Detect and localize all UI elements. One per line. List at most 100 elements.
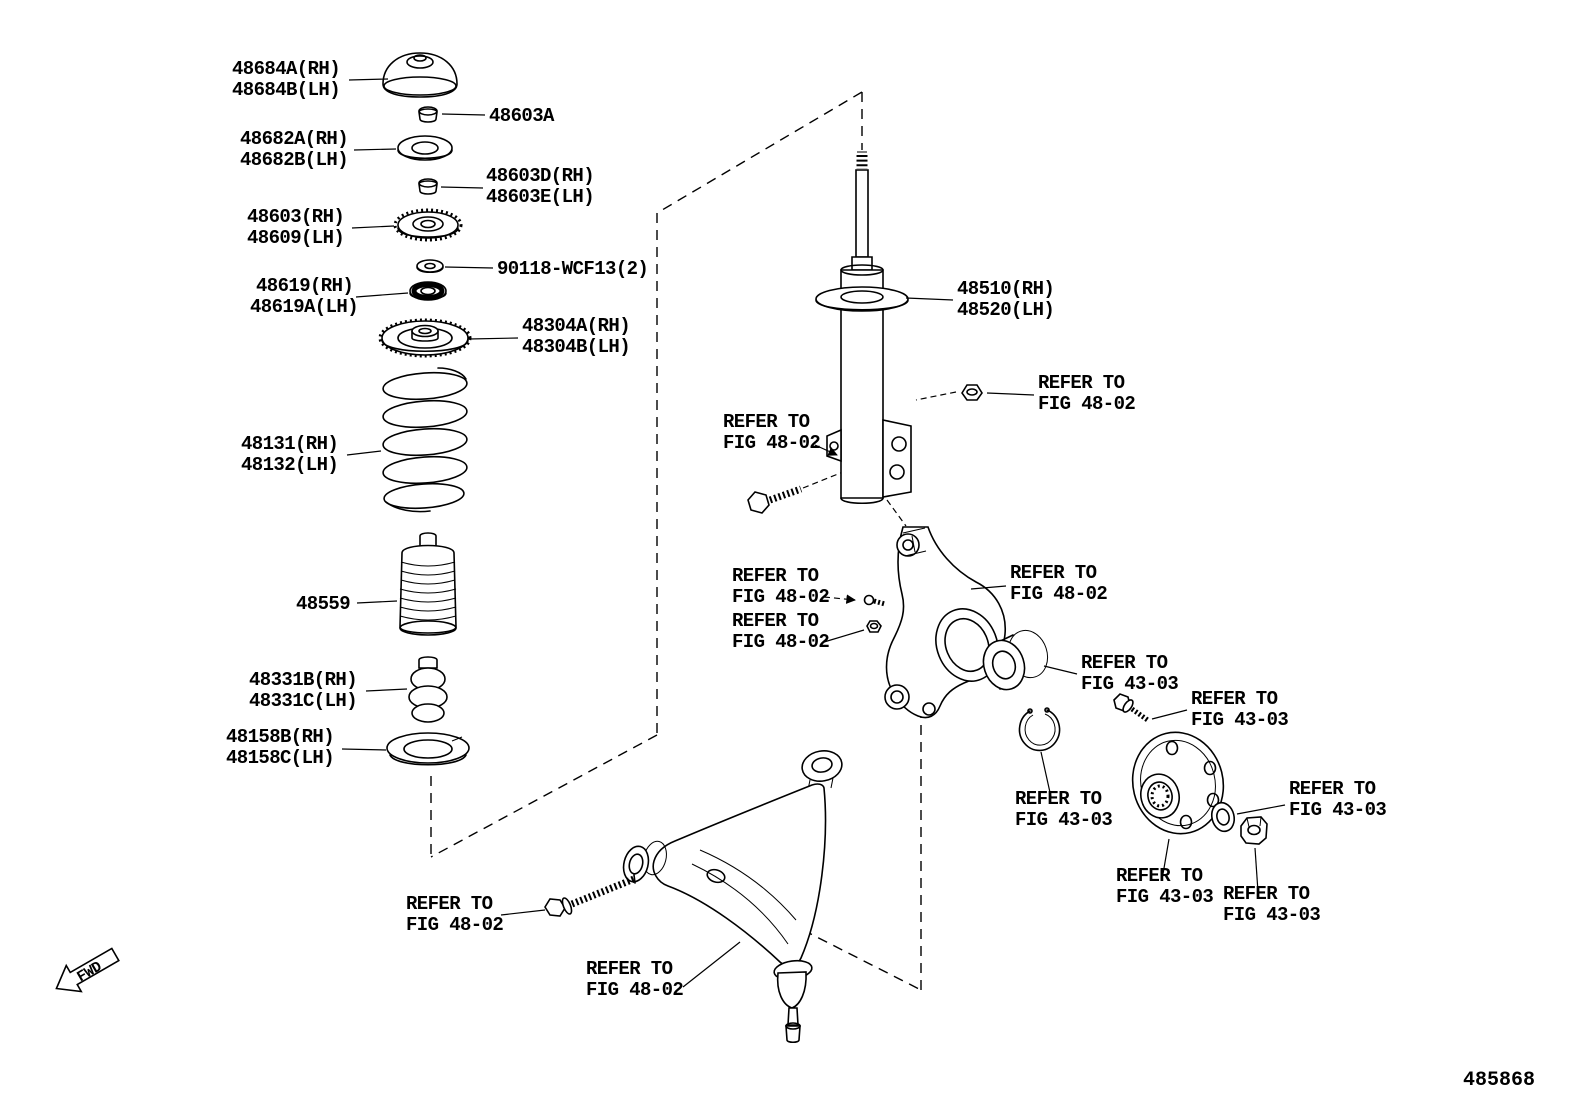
lower-control-arm-drawing	[622, 750, 843, 1044]
spring-lower-seat-drawing	[386, 732, 470, 766]
leader-line	[823, 629, 865, 643]
part-number-line1: 48603(RH)	[247, 206, 344, 228]
part-label-48603de[interactable]: 48603D(RH) 48603E(LH)	[440, 165, 595, 208]
refer-label-knuckle-bolt[interactable]: REFER TO FIG 48-02	[732, 565, 856, 608]
part-label-48559[interactable]: 48559	[296, 593, 398, 615]
refer-line2: FIG 48-02	[586, 979, 683, 1001]
nut-48603a-drawing	[418, 106, 438, 123]
refer-line2: FIG 48-02	[732, 586, 829, 608]
part-label-48304[interactable]: 48304A(RH) 48304B(LH)	[468, 315, 631, 358]
bearing-48682-drawing	[397, 135, 453, 161]
refer-label-strut-nut[interactable]: REFER TO FIG 48-02	[986, 372, 1136, 415]
refer-line1: REFER TO	[1191, 688, 1278, 710]
part-number-line2: 48619A(LH)	[250, 296, 358, 318]
part-label-48619[interactable]: 48619(RH) 48619A(LH)	[250, 275, 409, 318]
leader-line	[440, 186, 484, 189]
refer-label-arm-bolt[interactable]: REFER TO FIG 48-02	[406, 893, 546, 936]
leader-line	[823, 594, 856, 604]
part-number-line1: 90118-WCF13(2)	[497, 258, 648, 280]
washer-90118-drawing	[416, 259, 444, 274]
refer-line2: FIG 48-02	[723, 432, 820, 454]
figure-number: 485868	[1463, 1069, 1535, 1092]
nut-48603de-drawing	[418, 178, 438, 195]
refer-line1: REFER TO	[1010, 562, 1097, 584]
seal-drawing	[1210, 801, 1236, 833]
part-number-line1: 48619(RH)	[256, 275, 353, 297]
strut-bolt-drawing	[747, 485, 803, 514]
part-label-48603a[interactable]: 48603A	[441, 105, 556, 127]
strut-support-drawing	[393, 208, 463, 242]
part-label-48682[interactable]: 48682A(RH) 48682B(LH)	[240, 128, 397, 171]
refer-label-hub[interactable]: REFER TO FIG 43-03	[1116, 838, 1214, 908]
leader-line	[1162, 838, 1170, 875]
part-number-line1: 48684A(RH)	[232, 58, 340, 80]
refer-line2: FIG 48-02	[1038, 393, 1135, 415]
part-label-48331[interactable]: 48331B(RH) 48331C(LH)	[249, 669, 408, 712]
refer-label-lock-nut[interactable]: REFER TO FIG 43-03	[1223, 847, 1321, 926]
fwd-arrow-shape	[55, 947, 120, 993]
refer-line2: FIG 43-03	[1081, 673, 1178, 695]
bump-stop-drawing	[408, 656, 448, 723]
part-number-line1: 48559	[296, 593, 350, 615]
part-label-90118[interactable]: 90118-WCF13(2)	[444, 258, 649, 280]
refer-label-seal[interactable]: REFER TO FIG 43-03	[1236, 778, 1387, 821]
leader-line	[1040, 751, 1052, 798]
refer-line1: REFER TO	[732, 565, 819, 587]
refer-line2: FIG 43-03	[1289, 799, 1386, 821]
part-label-48510[interactable]: 48510(RH) 48520(LH)	[905, 278, 1055, 321]
refer-line2: FIG 48-02	[1010, 583, 1107, 605]
refer-line1: REFER TO	[1223, 883, 1310, 905]
refer-label-knuckle-nut[interactable]: REFER TO FIG 48-02	[732, 610, 865, 653]
refer-line1: REFER TO	[406, 893, 493, 915]
refer-line2: FIG 48-02	[732, 631, 829, 653]
part-number-line2: 48331C(LH)	[249, 690, 357, 712]
part-number-line1: 48510(RH)	[957, 278, 1054, 300]
refer-label-knuckle[interactable]: REFER TO FIG 48-02	[970, 562, 1108, 605]
refer-line2: FIG 43-03	[1015, 809, 1112, 831]
dust-boot-drawing	[399, 532, 457, 636]
leader-line	[341, 748, 387, 751]
refer-label-lower-arm[interactable]: REFER TO FIG 48-02	[586, 941, 741, 1001]
part-number-line2: 48684B(LH)	[232, 79, 340, 101]
support-mount-drawing	[382, 52, 458, 98]
hub-drawing	[1131, 731, 1225, 835]
leader-line	[682, 941, 741, 988]
leader-line	[814, 444, 838, 456]
part-label-48131[interactable]: 48131(RH) 48132(LH)	[241, 433, 382, 476]
refer-line1: REFER TO	[1116, 865, 1203, 887]
refer-label-hub-bolt[interactable]: REFER TO FIG 43-03	[1151, 688, 1289, 731]
leader-line	[346, 450, 382, 456]
refer-line2: FIG 43-03	[1191, 709, 1288, 731]
knuckle-pinch-bolt-drawing	[863, 594, 886, 607]
leader-line	[348, 78, 389, 81]
leader-line	[353, 148, 397, 151]
part-number-line2: 48603E(LH)	[486, 186, 594, 208]
refer-label-snap-ring[interactable]: REFER TO FIG 43-03	[1015, 751, 1113, 831]
part-number-line2: 48132(LH)	[241, 454, 338, 476]
leader-line	[1151, 709, 1188, 720]
refer-line2: FIG 43-03	[1223, 904, 1320, 926]
part-number-line2: 48304B(LH)	[522, 336, 630, 358]
refer-label-strut-bracket[interactable]: REFER TO FIG 48-02	[723, 411, 838, 456]
refer-line1: REFER TO	[732, 610, 819, 632]
part-label-48684[interactable]: 48684A(RH) 48684B(LH)	[232, 58, 389, 101]
part-number-line1: 48331B(RH)	[249, 669, 357, 691]
part-number-line2: 48158C(LH)	[226, 747, 334, 769]
refer-line1: REFER TO	[723, 411, 810, 433]
part-number-line1: 48131(RH)	[241, 433, 338, 455]
part-number-line2: 48682B(LH)	[240, 149, 348, 171]
leader-line	[1254, 847, 1259, 893]
part-number-line1: 48603A	[489, 105, 555, 127]
part-label-48158[interactable]: 48158B(RH) 48158C(LH)	[226, 726, 387, 769]
spring-upper-seat-drawing	[378, 318, 472, 358]
refer-line2: FIG 48-02	[406, 914, 503, 936]
refer-label-bearing[interactable]: REFER TO FIG 43-03	[1043, 652, 1179, 695]
leader-line	[351, 225, 395, 229]
part-number-line1: 48304A(RH)	[522, 315, 630, 337]
part-number-line1: 48682A(RH)	[240, 128, 348, 150]
leader-line	[355, 292, 409, 298]
refer-line1: REFER TO	[1038, 372, 1125, 394]
wheel-bearing-drawing	[982, 629, 1049, 691]
part-label-48603[interactable]: 48603(RH) 48609(LH)	[247, 206, 395, 249]
leader-line	[500, 909, 546, 916]
